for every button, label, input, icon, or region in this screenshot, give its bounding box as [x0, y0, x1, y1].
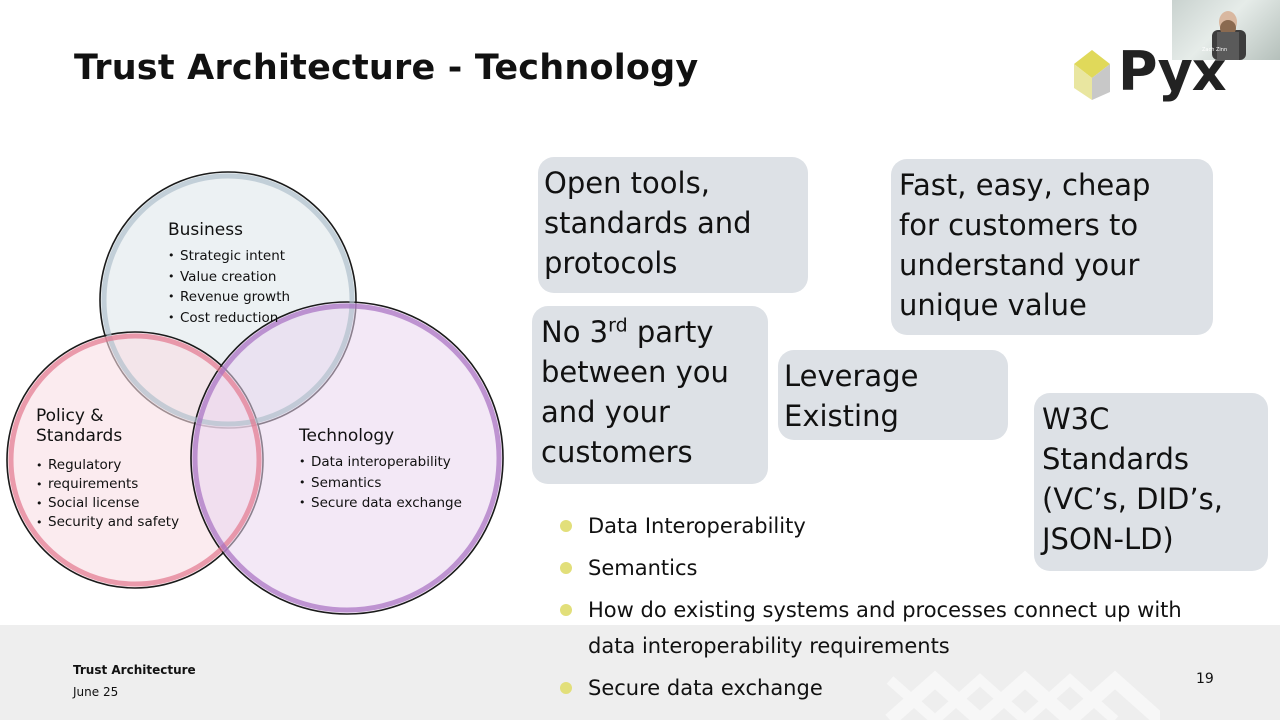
business-list: Strategic intent Value creation Revenue …	[168, 246, 290, 328]
venn-rings	[8, 173, 502, 613]
slide-title: Trust Architecture - Technology	[74, 48, 699, 88]
participant-name: Zach Zinn	[1202, 47, 1228, 53]
technology-list: Data interoperability Semantics Secure d…	[299, 452, 462, 514]
list-item: Social license	[36, 494, 179, 513]
list-item: Semantics	[560, 550, 1200, 586]
list-item: Security and safety	[36, 513, 179, 532]
bubble-no-third-party: No 3rd party between you and your custom…	[532, 306, 768, 484]
list-item: Regulatory	[36, 456, 179, 475]
footer-band	[0, 625, 1280, 720]
policy-heading: Policy & Standards	[36, 406, 123, 446]
footer-info: Trust Architecture June 25	[73, 659, 196, 703]
pyx-logo-mark-icon	[1074, 50, 1110, 100]
list-item: How do existing systems and processes co…	[560, 592, 1200, 664]
list-item: Secure data exchange	[299, 493, 462, 514]
footer-date: June 25	[73, 685, 119, 699]
technology-heading: Technology	[299, 426, 395, 446]
list-item: Strategic intent	[168, 246, 290, 267]
list-item: requirements	[36, 475, 179, 494]
list-item: Cost reduction	[168, 308, 290, 329]
business-text: Business Strategic intent Value creation…	[168, 220, 290, 328]
technology-text: Technology Data interoperability Semanti…	[299, 426, 462, 514]
bubble-open-tools: Open tools, standards and protocols	[538, 157, 808, 293]
venn-diagram: Business Strategic intent Value creation…	[0, 160, 520, 630]
bullet-dot-icon	[560, 682, 572, 694]
list-item: Revenue growth	[168, 287, 290, 308]
bubble-w3c-standards: W3C Standards (VC’s, DID’s, JSON-LD)	[1034, 393, 1268, 571]
bubble-fast-easy-cheap: Fast, easy, cheap for customers to under…	[891, 159, 1213, 335]
bullet-list: Data Interoperability Semantics How do e…	[560, 508, 1200, 712]
list-item: Semantics	[299, 473, 462, 494]
policy-text: Policy & Standards Regulatory requiremen…	[36, 406, 179, 532]
footer-decoration	[885, 670, 1160, 720]
list-item: Secure data exchange	[560, 670, 1200, 706]
participant-avatar-icon	[1212, 11, 1246, 60]
footer-title: Trust Architecture	[73, 663, 196, 677]
list-item: Data Interoperability	[560, 508, 1200, 544]
bullet-dot-icon	[560, 520, 572, 532]
business-heading: Business	[168, 220, 243, 240]
list-item: Value creation	[168, 267, 290, 288]
bullet-dot-icon	[560, 562, 572, 574]
list-item: Data interoperability	[299, 452, 462, 473]
bubble-leverage-existing: Leverage Existing	[778, 350, 1008, 440]
page-number: 19	[1196, 671, 1214, 687]
bullet-dot-icon	[560, 604, 572, 616]
webcam-thumbnail[interactable]: Zach Zinn	[1172, 0, 1280, 60]
policy-list: Regulatory requirements Social license S…	[36, 456, 179, 532]
